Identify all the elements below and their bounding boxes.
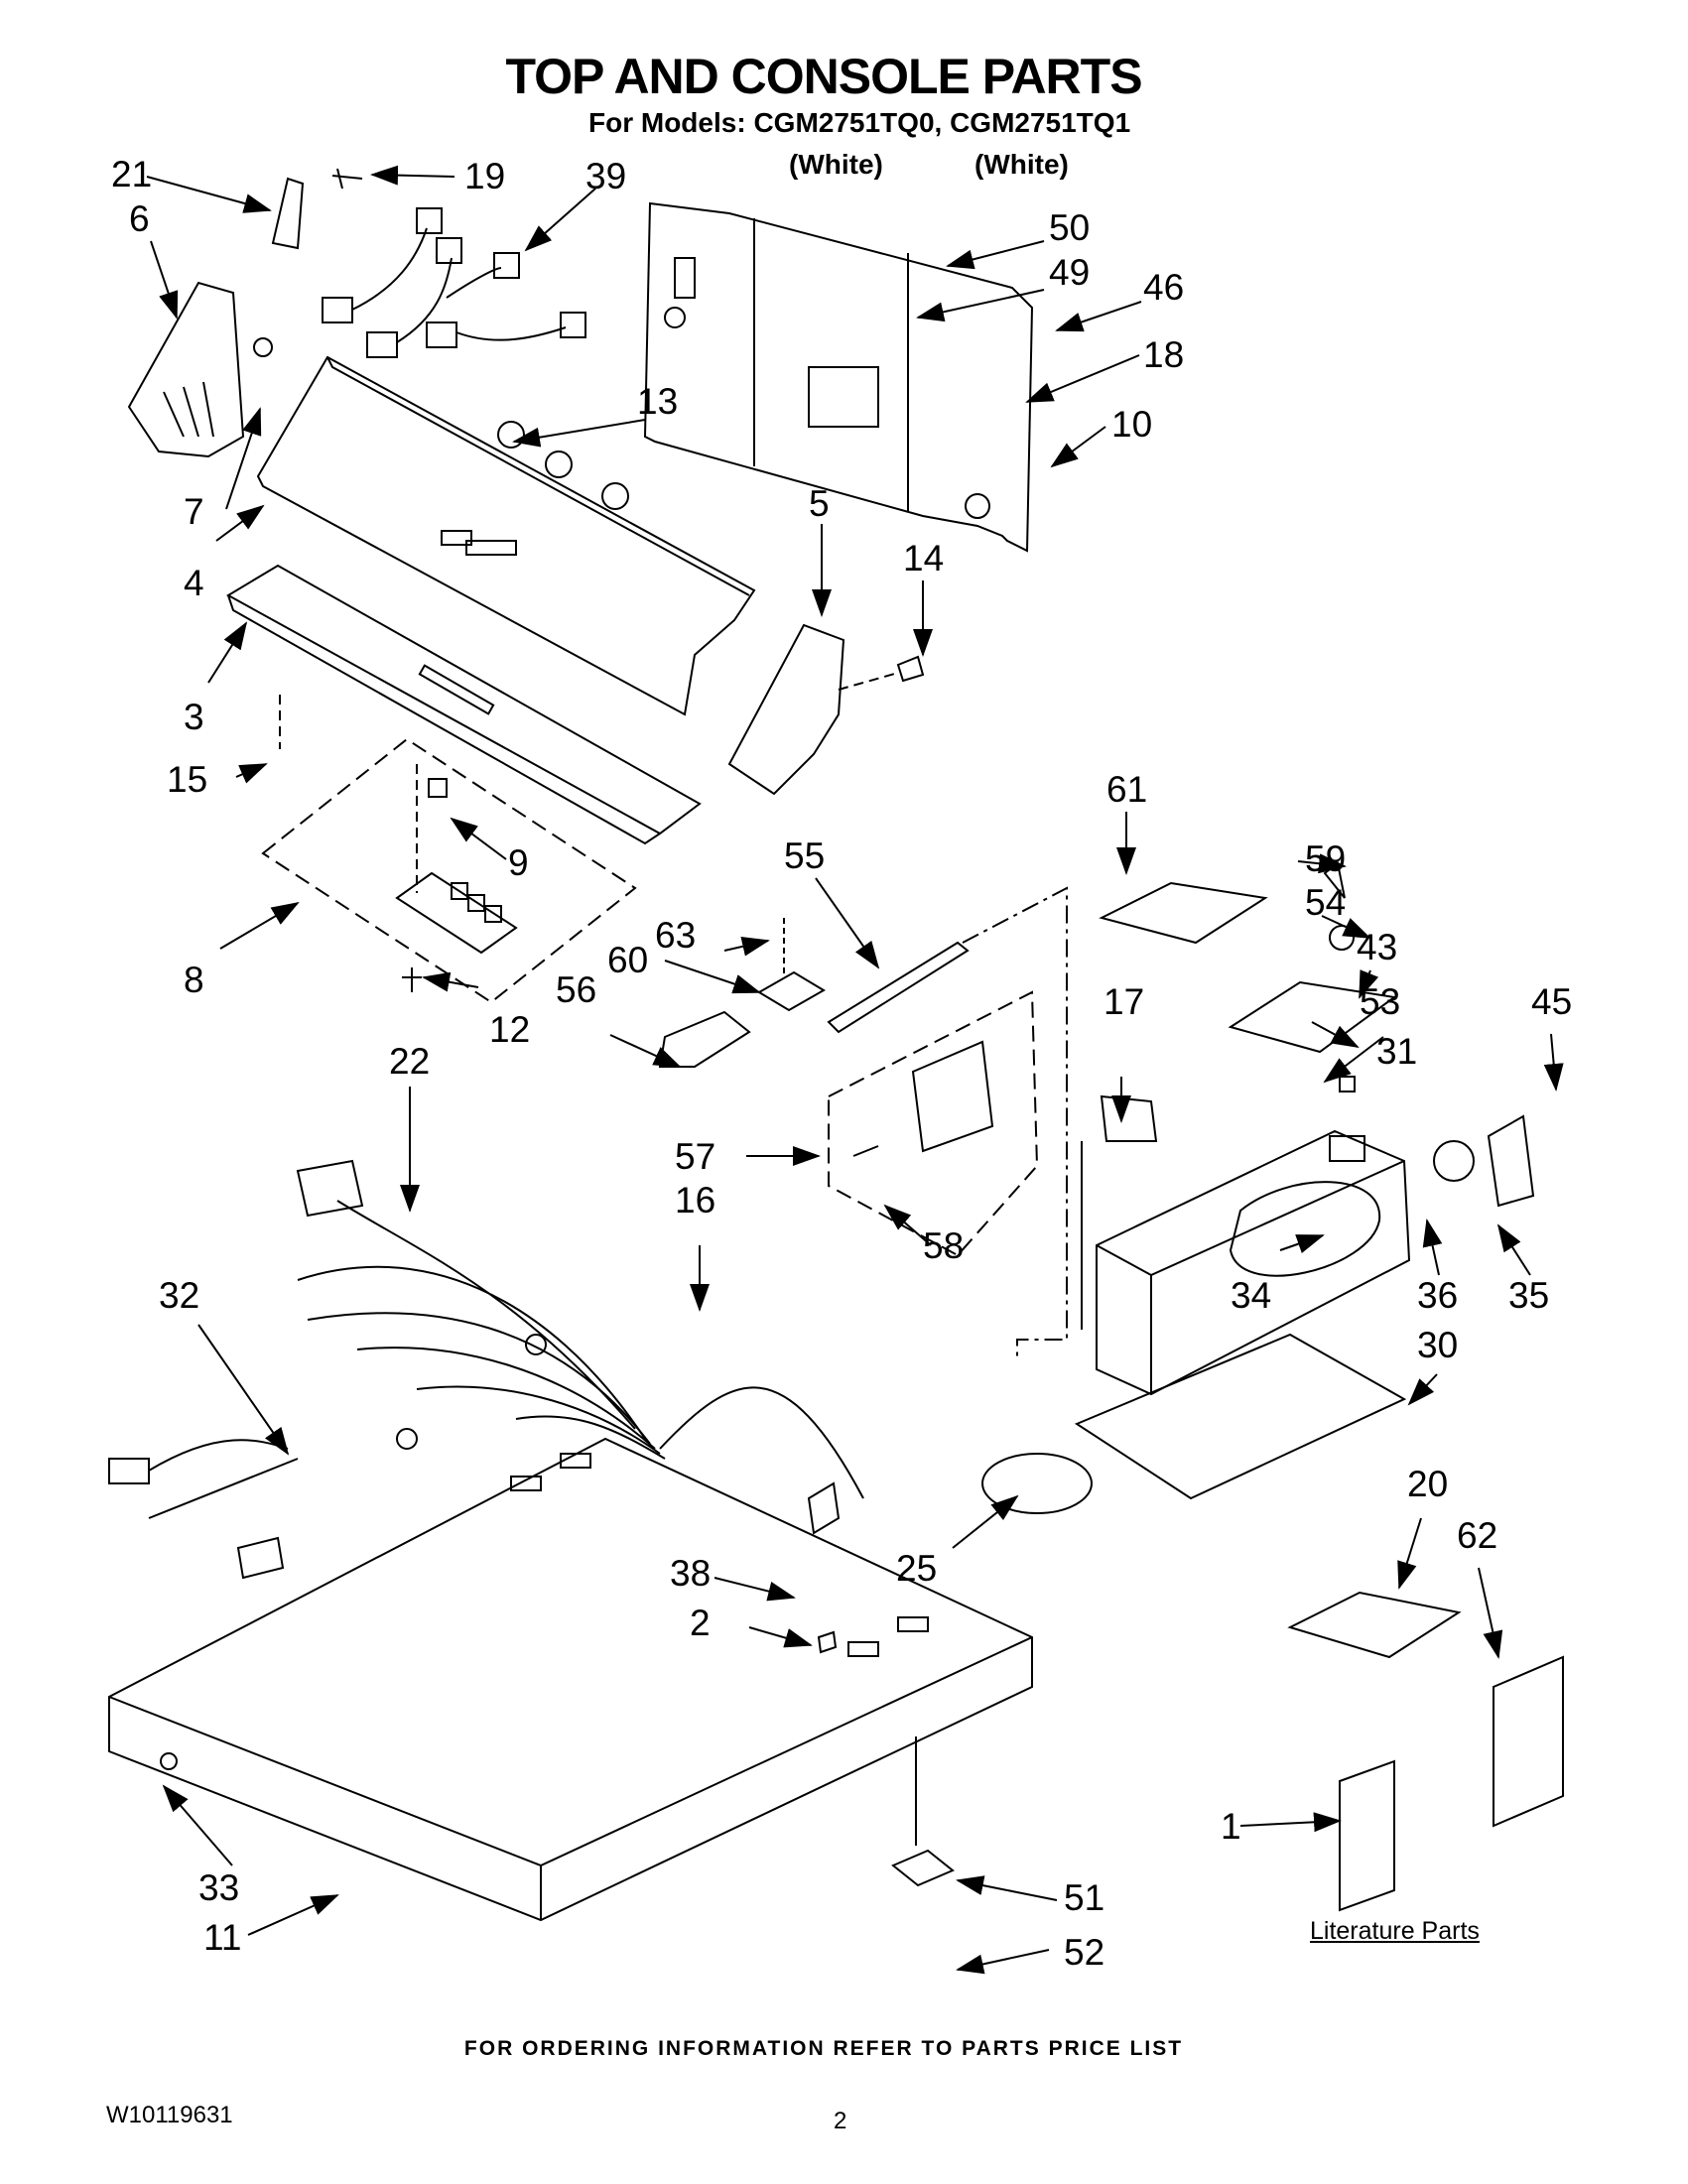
console-panel (256, 355, 756, 716)
callout-59: 59 (1305, 838, 1346, 879)
callout-56: 56 (556, 969, 596, 1010)
callout-36: 36 (1417, 1275, 1458, 1316)
literature-parts-label: Literature Parts (1310, 1917, 1480, 1945)
document-number: W10119631 (106, 2102, 233, 2128)
callout-19: 19 (464, 156, 505, 196)
callout-55: 55 (784, 835, 825, 876)
installation-instructions-62 (1493, 1655, 1564, 1828)
callout-38: 38 (670, 1553, 711, 1594)
callout-39: 39 (585, 156, 626, 196)
clip-14 (896, 655, 925, 683)
callout-49: 49 (1049, 252, 1090, 293)
control-board-outline (261, 737, 637, 1004)
callout-32: 32 (159, 1275, 199, 1316)
callout-34: 34 (1231, 1275, 1271, 1316)
bracket-17 (1100, 1094, 1158, 1142)
callout-53: 53 (1360, 981, 1400, 1022)
callout-33: 33 (198, 1867, 239, 1908)
callout-12: 12 (489, 1009, 530, 1050)
callout-43: 43 (1357, 927, 1397, 967)
model-color-2: (White) (974, 149, 1069, 180)
end-cap (127, 281, 245, 458)
callout-25: 25 (896, 1548, 937, 1589)
rod-55 (827, 941, 970, 1034)
cover-61 (1099, 881, 1268, 945)
callout-30: 30 (1417, 1325, 1458, 1365)
console-rail (225, 564, 702, 845)
callout-14: 14 (903, 538, 944, 578)
model-color-1: (White) (789, 149, 883, 180)
callout-18: 18 (1143, 334, 1184, 375)
callout-52: 52 (1064, 1932, 1104, 1973)
callout-50: 50 (1049, 207, 1090, 248)
control-board (395, 778, 518, 955)
callout-3: 3 (184, 697, 204, 737)
solenoid (911, 1040, 994, 1153)
callout-10: 10 (1111, 404, 1152, 445)
callout-61: 61 (1106, 769, 1147, 810)
main-wire-harness (108, 1159, 864, 1580)
callout-21: 21 (111, 154, 152, 194)
bracket-51 (891, 1849, 955, 1887)
callout-51: 51 (1064, 1877, 1104, 1918)
callout-1: 1 (1221, 1806, 1241, 1847)
heater-box (1096, 1129, 1411, 1396)
nut-53 (1339, 1076, 1356, 1092)
callout-6: 6 (129, 198, 150, 239)
callout-4: 4 (184, 563, 204, 603)
callout-31: 31 (1376, 1031, 1417, 1072)
literature-book-1 (1339, 1759, 1395, 1912)
plate-60 (757, 970, 826, 1012)
control-panel-back (643, 201, 1034, 553)
clip-2 (817, 1630, 838, 1654)
base-plate-30 (1074, 1333, 1407, 1500)
callout-16: 16 (675, 1180, 715, 1220)
cover-20 (1287, 1591, 1462, 1659)
latch-56 (658, 1010, 751, 1068)
callout-63: 63 (655, 915, 696, 956)
callout-8: 8 (184, 960, 204, 1000)
cover-43 (1228, 980, 1397, 1054)
callout-22: 22 (389, 1041, 430, 1082)
page-number: 2 (834, 2108, 847, 2134)
models-line: For Models: CGM2751TQ0, CGM2751TQ1 (588, 107, 1131, 138)
ordering-footer: FOR ORDERING INFORMATION REFER TO PARTS … (463, 2037, 1184, 2060)
callout-57: 57 (675, 1136, 715, 1177)
callout-35: 35 (1508, 1275, 1549, 1316)
callout-9: 9 (508, 842, 529, 883)
screw-7 (253, 337, 273, 357)
callout-54: 54 (1305, 882, 1346, 923)
motor-35 (1487, 1114, 1535, 1208)
callout-numbers: 21 19 39 6 50 49 46 18 10 13 7 4 5 14 3 … (111, 154, 1572, 1973)
callout-2: 2 (690, 1603, 711, 1643)
callout-62: 62 (1457, 1515, 1497, 1556)
cam-36 (1433, 1140, 1475, 1182)
callout-15: 15 (167, 759, 207, 800)
callout-7: 7 (184, 491, 204, 532)
console-bracket (727, 623, 845, 796)
callout-60: 60 (607, 940, 648, 980)
callout-13: 13 (637, 381, 678, 422)
callout-45: 45 (1531, 981, 1572, 1022)
page-title: TOP AND CONSOLE PARTS (505, 49, 1142, 104)
callout-58: 58 (923, 1225, 964, 1266)
switch-harness (322, 207, 586, 358)
callout-20: 20 (1407, 1464, 1448, 1504)
top-panel (108, 1437, 1033, 1922)
callout-17: 17 (1104, 981, 1144, 1022)
callout-46: 46 (1143, 267, 1184, 308)
leader-lines (146, 165, 1564, 1975)
screw-19 (331, 168, 363, 190)
cup-25 (981, 1453, 1093, 1514)
solenoid-outline (828, 990, 1039, 1257)
lever-part (271, 177, 305, 250)
callout-11: 11 (203, 1917, 241, 1958)
callout-5: 5 (809, 483, 830, 524)
